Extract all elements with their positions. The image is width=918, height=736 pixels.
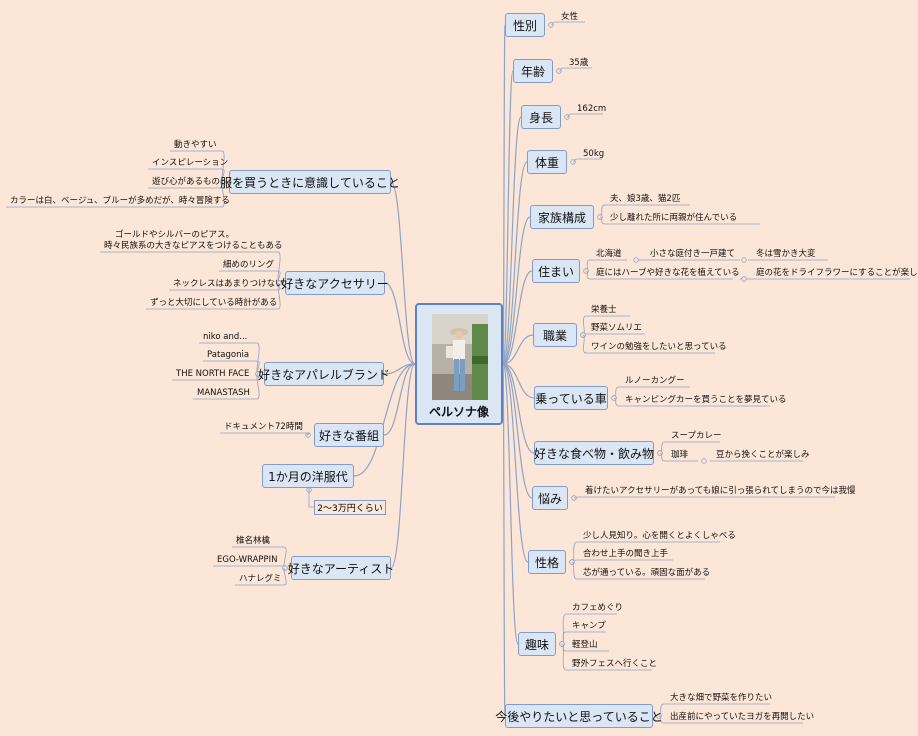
topic-clothing-budget[interactable]: 1か月の洋服代 [262,464,354,488]
leaf-car-1: ルノーカングー [625,376,685,386]
leaf-gender: 女性 [561,12,579,22]
topic-age[interactable]: 年齢 [513,59,553,83]
leaf-brand-3: THE NORTH FACE [176,369,250,379]
topic-gender[interactable]: 性別 [505,13,545,37]
leaf-clothes-3: 遊び心があるもの [152,177,221,187]
topic-personality[interactable]: 性格 [528,550,566,574]
topic-residence[interactable]: 住まい [532,259,580,283]
leaf-brand-1: niko and... [203,332,248,342]
persona-photo [432,314,488,400]
leaf-future-2: 出産前にやっていたヨガを再開したい [670,712,815,722]
topic-hobby[interactable]: 趣味 [518,632,556,656]
leaf-family-2: 少し離れた所に両親が住んでいる [610,213,738,223]
topic-family[interactable]: 家族構成 [530,205,594,229]
leaf-hobby-3: 軽登山 [572,640,598,650]
topic-future[interactable]: 今後やりたいと思っていること [495,704,663,728]
central-topic[interactable]: ペルソナ像 [415,303,503,425]
leaf-car-2: キャンピングカーを買うことを夢見ている [625,395,787,405]
leaf-accessory-3: ネックレスはあまりつけない [173,279,284,289]
leaf-clothes-2: インスピレーション [152,158,229,168]
clothing-budget-value: 2〜3万円くらい [314,500,386,515]
leaf-job-3: ワインの勉強をしたいと思っている [591,342,727,352]
leaf-food-3: 豆から挽くことが楽しみ [716,450,810,460]
leaf-job-1: 栄養士 [591,305,617,315]
leaf-artist-2: EGO-WRAPPIN [217,555,278,565]
leaf-clothes-4: カラーは白、ベージュ、ブルーが多めだが、時々冒険する [10,196,230,206]
leaf-food-2: 珈琲 [671,450,689,460]
leaf-hobby-2: キャンプ [572,621,606,631]
topic-job[interactable]: 職業 [533,323,577,347]
topic-food[interactable]: 好きな食べ物・飲み物 [534,441,654,465]
leaf-accessory-4: ずっと大切にしている時計がある [150,298,278,308]
leaf-residence-4: 庭にはハーブや好きな花を植えている [596,268,740,278]
leaf-accessory-1b: 時々民族系の大きなピアスをつけることもある [104,241,283,251]
leaf-accessory-1a: ゴールドやシルバーのピアス。 [115,230,235,240]
leaf-hobby-1: カフェめぐり [572,603,624,613]
central-label: ペルソナ像 [428,405,489,419]
leaf-residence-3: 冬は雪かき大変 [756,249,816,259]
leaf-brand-2: Patagonia [207,350,250,360]
leaf-job-2: 野菜ソムリエ [591,323,642,333]
topic-artist[interactable]: 好きなアーティスト [288,556,394,580]
leaf-artist-1: 椎名林檎 [236,536,271,546]
topic-tv[interactable]: 好きな番組 [314,423,384,447]
leaf-hobby-4: 野外フェスへ行くこと [572,659,658,669]
leaf-future-1: 大きな畑で野菜を作りたい [670,693,773,703]
topic-worry[interactable]: 悩み [532,486,568,510]
leaf-age: 35歳 [569,58,589,68]
topic-brand[interactable]: 好きなアパレルブランド [258,362,390,386]
leaf-food-1: スープカレー [671,431,722,441]
leaf-height: 162cm [577,104,607,114]
leaf-personality-3: 芯が通っている。頑固な面がある [583,568,711,578]
leaf-tv: ドキュメント72時間 [224,422,303,432]
leaf-clothes-1: 動きやすい [174,140,217,150]
leaf-family-1: 夫、娘3歳、猫2匹 [610,194,681,204]
leaf-residence-1: 北海道 [596,249,622,259]
leaf-personality-1: 少し人見知り。心を開くとよくしゃべる [583,531,736,541]
topic-height[interactable]: 身長 [521,105,561,129]
leaf-brand-4: MANASTASH [197,388,250,398]
leaf-artist-3: ハナレグミ [239,574,282,584]
topic-weight[interactable]: 体重 [527,150,567,174]
leaf-weight: 50kg [583,149,605,159]
leaf-accessory-2: 細めのリング [223,260,275,270]
leaf-residence-5: 庭の花をドライフラワーにすることが楽しみ [756,268,918,278]
leaf-residence-2: 小さな庭付き一戸建て [650,249,736,259]
topic-accessory[interactable]: 好きなアクセサリー [281,271,389,295]
topic-car[interactable]: 乗っている車 [534,386,608,410]
topic-clothes[interactable]: 服を買うときに意識していること [220,170,400,194]
leaf-personality-2: 合わせ上手の聞き上手 [583,549,669,559]
leaf-worry: 着けたいアクセサリーがあっても娘に引っ張られてしまうので今は我慢 [585,486,856,496]
